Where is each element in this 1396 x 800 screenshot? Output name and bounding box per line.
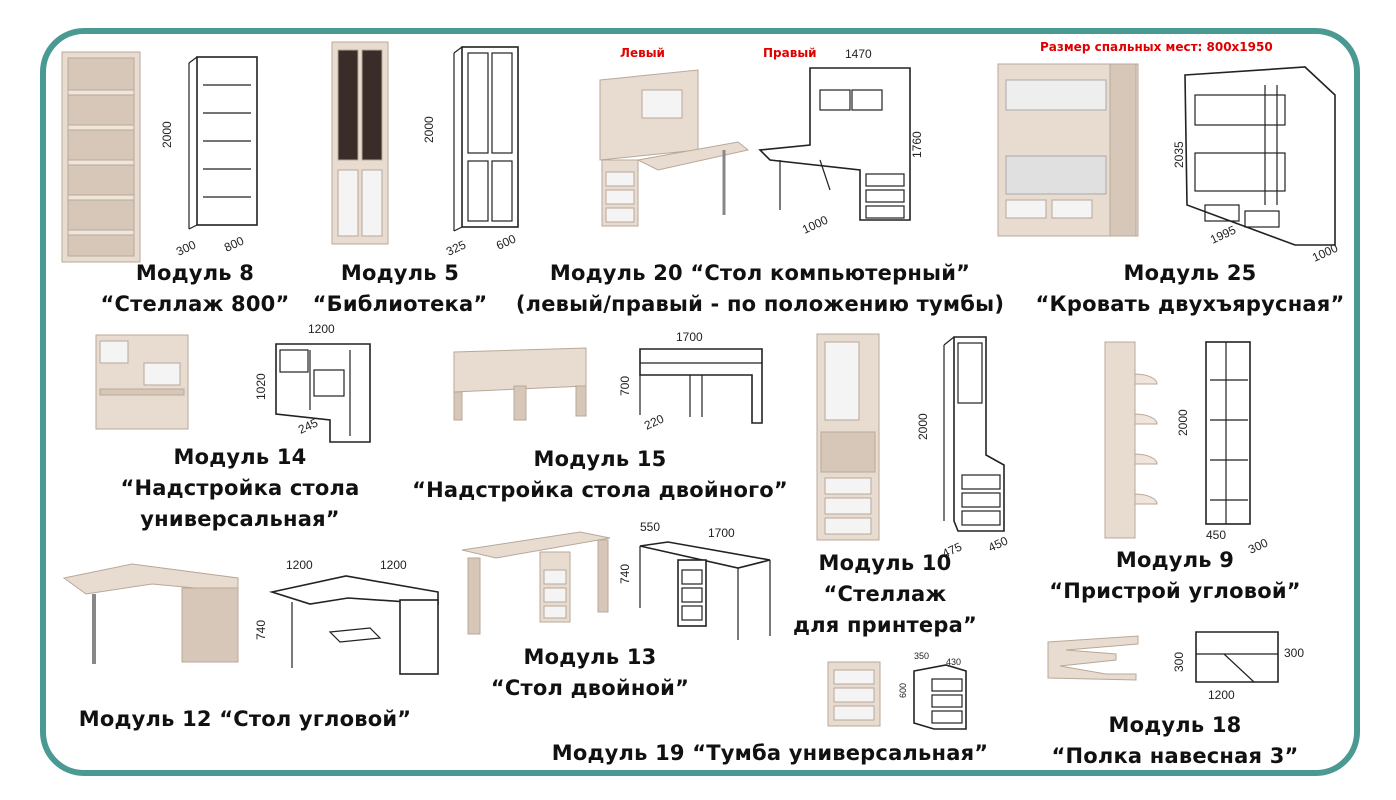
m8-height-dim: 2000: [160, 121, 174, 148]
m25-title-line2: “Кровать двухъярусная”: [1035, 292, 1345, 316]
m5-title-line2: “Библиотека”: [312, 292, 488, 316]
m10-title: Модуль 10 “Стеллаж для принтера”: [785, 548, 985, 641]
m18-width-dim: 1200: [1208, 688, 1235, 702]
module-9-drawing: [1205, 341, 1251, 525]
module-14-photo: [95, 334, 189, 430]
module-25-drawing: [1184, 66, 1336, 246]
m20-title-line1: Модуль 20 “Стол компьютерный”: [549, 261, 971, 285]
m9-height-dim: 2000: [1176, 409, 1190, 436]
m12-width2-dim: 1200: [380, 558, 407, 572]
m15-width-dim: 1700: [676, 330, 703, 344]
m19-title-line1: Модуль 19 “Тумба универсальная”: [551, 741, 989, 765]
m20-title: Модуль 20 “Стол компьютерный” (левый/пра…: [490, 258, 1030, 320]
m14-width-dim: 1200: [308, 322, 335, 336]
module-19-drawing: [913, 664, 967, 730]
module-10-drawing: [943, 336, 1005, 532]
module-20-drawing: [758, 67, 911, 221]
m10-title-line2: “Стеллаж: [823, 582, 947, 606]
module-14-drawing: [275, 343, 371, 443]
m18-title-line2: “Полка навесная 3”: [1051, 744, 1299, 768]
module-18-photo: [1047, 635, 1139, 681]
m20-title-line2: (левый/правый - по положению тумбы): [515, 292, 1005, 316]
m15-title-line2: “Надстройка стола двойного”: [412, 478, 788, 502]
label-right: Правый: [763, 46, 817, 60]
m13-title-line2: “Стол двойной”: [490, 676, 690, 700]
m12-title-line1: Модуль 12 “Стол угловой”: [78, 707, 412, 731]
m15-title-line1: Модуль 15: [533, 447, 667, 471]
m18-title: Модуль 18 “Полка навесная 3”: [1040, 710, 1310, 772]
module-9-photo: [1104, 341, 1158, 539]
m19-height-dim: 600: [898, 682, 908, 698]
m5-title: Модуль 5 “Библиотека”: [310, 258, 490, 320]
module-25-photo: [997, 63, 1139, 237]
m13-height-dim: 740: [618, 563, 632, 584]
m13-title-line1: Модуль 13: [523, 645, 657, 669]
m19-title: Модуль 19 “Тумба универсальная”: [530, 738, 1010, 769]
module-8-drawing: [188, 56, 258, 230]
m18-height-dim: 300: [1172, 651, 1186, 672]
module-18-drawing: [1195, 631, 1279, 683]
m15-height-dim: 700: [618, 375, 632, 396]
label-left: Левый: [620, 46, 665, 60]
m19-depth-dim: 430: [946, 657, 962, 667]
m18-title-line1: Модуль 18: [1108, 713, 1242, 737]
m10-title-line3: для принтера”: [793, 613, 977, 637]
m10-height-dim: 2000: [916, 413, 930, 440]
m14-title: Модуль 14 “Надстройка стола универсальна…: [105, 442, 375, 535]
m13-width-dim: 1700: [708, 526, 735, 540]
m14-title-line2: “Надстройка стола: [120, 476, 360, 500]
m10-title-line1: Модуль 10: [818, 551, 952, 575]
m14-height-dim: 1020: [254, 373, 268, 400]
m14-title-line3: универсальная”: [140, 507, 340, 531]
module-10-photo: [816, 333, 880, 541]
m25-height-dim: 2035: [1172, 141, 1186, 168]
m9-title-line1: Модуль 9: [1115, 548, 1235, 572]
m9-title-line2: “Пристрой угловой”: [1049, 579, 1301, 603]
m25-title-line1: Модуль 25: [1123, 261, 1257, 285]
module-5-photo: [331, 41, 389, 245]
m8-title-line2: “Стеллаж 800”: [100, 292, 290, 316]
module-13-photo: [461, 531, 611, 635]
m8-title-line1: Модуль 8: [135, 261, 255, 285]
bed-size-label: Размер спальных мест: 800x1950: [1040, 40, 1273, 54]
module-19-photo: [827, 661, 881, 727]
module-5-drawing: [453, 46, 519, 232]
module-15-drawing: [639, 348, 763, 424]
m9-width-dim: 450: [1206, 528, 1227, 542]
m12-width1-dim: 1200: [286, 558, 313, 572]
module-13-drawing: [639, 541, 771, 640]
m13-depth-dim: 550: [640, 520, 661, 534]
module-20-photo: [599, 69, 750, 227]
m5-height-dim: 2000: [422, 116, 436, 143]
m14-title-line1: Модуль 14: [173, 445, 307, 469]
m12-title: Модуль 12 “Стол угловой”: [70, 704, 420, 735]
m20-width-dim: 1470: [845, 47, 872, 61]
m25-title: Модуль 25 “Кровать двухъярусная”: [1030, 258, 1350, 320]
m5-title-line1: Модуль 5: [340, 261, 460, 285]
m18-depth-dim: 300: [1284, 646, 1305, 660]
m9-title: Модуль 9 “Пристрой угловой”: [1040, 545, 1310, 607]
module-12-drawing: [268, 575, 439, 675]
m19-width-dim: 350: [914, 651, 930, 661]
module-15-photo: [453, 347, 587, 421]
module-12-photo: [62, 563, 239, 664]
m20-height-dim: 1760: [910, 131, 924, 158]
m12-height-dim: 740: [254, 619, 268, 640]
m8-title: Модуль 8 “Стеллаж 800”: [90, 258, 300, 320]
module-8-photo: [61, 51, 141, 263]
m13-title: Модуль 13 “Стол двойной”: [480, 642, 700, 704]
m15-title: Модуль 15 “Надстройка стола двойного”: [400, 444, 800, 506]
